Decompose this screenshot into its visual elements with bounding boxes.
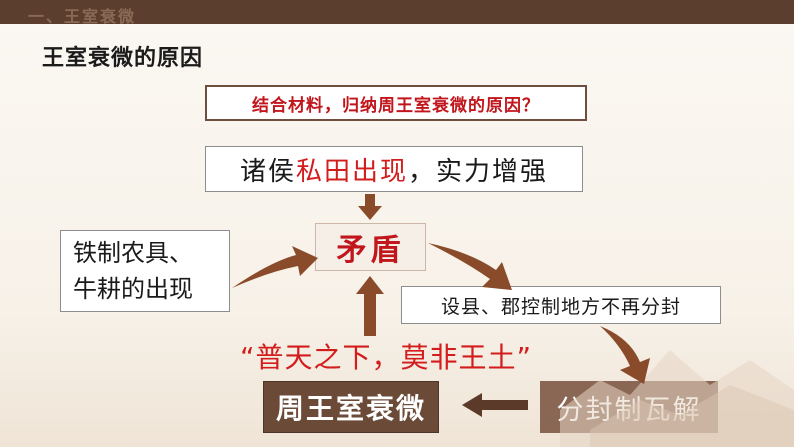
arrow-down-icon [358, 194, 382, 220]
left-cause-line-2: 牛耕的出现 [73, 275, 193, 303]
top-cause-text-2: ，实力增强 [408, 156, 549, 187]
arrow-left-icon [462, 393, 528, 417]
question-box: 结合材料，归纳周王室衰微的原因？ [205, 85, 587, 121]
top-cause-text-1: 诸侯 [239, 156, 296, 187]
quote-text: “普天之下，莫非王土” [240, 341, 533, 374]
arrow-up-icon [356, 276, 384, 336]
section-title: 王室衰微的原因 [42, 46, 204, 71]
top-cause-box: 诸侯私田出现，实力增强 [205, 146, 583, 192]
left-cause-box: 铁制农具、 牛耕的出现 [60, 230, 230, 312]
arrow-curve-right-icon [428, 243, 512, 290]
right-result-box: 设县、郡控制地方不再分封 [401, 286, 721, 324]
header-band: 一、王室衰微 [0, 0, 794, 26]
arrow-curve-left-icon [232, 246, 318, 288]
mountain-backdrop [560, 350, 794, 447]
core-contradiction-box: 矛盾 [315, 223, 426, 271]
arrow-curve-down-icon [600, 326, 650, 384]
top-cause-highlight: 私田出现 [295, 156, 408, 187]
left-cause-line-1: 铁制农具、 [73, 239, 193, 267]
conclusion-box: 周王室衰微 [263, 381, 439, 433]
header-title: 一、王室衰微 [28, 7, 137, 26]
